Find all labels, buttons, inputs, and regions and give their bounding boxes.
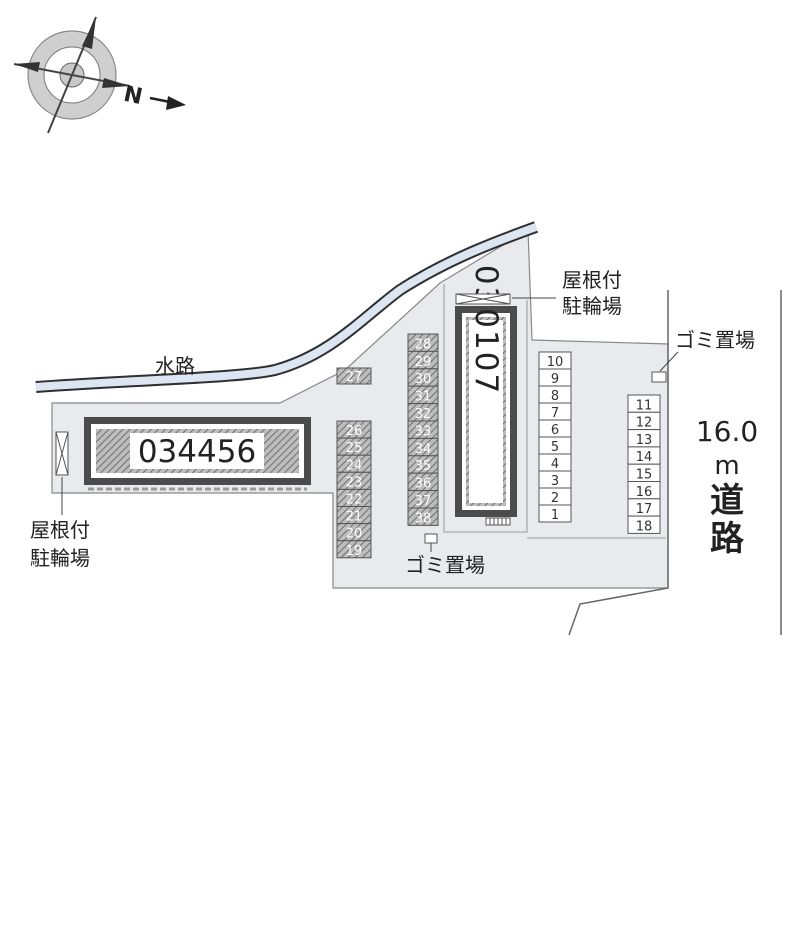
parking-column-center: 28 29 30 31 32 33 34 35 36 37 38 bbox=[407, 333, 439, 526]
parking-slot-number: 1 bbox=[551, 508, 559, 523]
bike-shelter-west: 屋根付 駐輪場 bbox=[30, 431, 90, 570]
parking-slot-number: 35 bbox=[415, 459, 432, 474]
parking-column-road: 11 12 13 14 15 16 17 18 bbox=[627, 394, 661, 534]
parking-slot-number: 8 bbox=[551, 389, 559, 404]
parking-slot-number: 3 bbox=[551, 474, 559, 489]
parking-slot-number: 32 bbox=[415, 407, 432, 422]
road-unit-label: m bbox=[714, 451, 739, 481]
compass: N bbox=[13, 16, 186, 134]
parking-slot-number: 20 bbox=[346, 527, 363, 542]
north-arrow-icon bbox=[149, 96, 186, 110]
parking-slot-number: 21 bbox=[346, 510, 363, 525]
road-name-char-2: 路 bbox=[710, 519, 745, 559]
parking-slot-number: 17 bbox=[636, 502, 653, 517]
bike-shelter-label-line2: 駐輪場 bbox=[30, 546, 90, 570]
parking-column-east: 10 9 8 7 6 5 4 3 2 1 bbox=[538, 351, 572, 523]
parking-slot bbox=[407, 507, 439, 526]
parking-slot-number: 14 bbox=[636, 450, 653, 465]
parking-column-west: 26 25 24 23 22 21 20 19 bbox=[336, 420, 372, 559]
waterway-label: 水路 bbox=[155, 354, 195, 378]
parking-slot-number: 2 bbox=[551, 491, 559, 506]
waterway-inner bbox=[35, 223, 538, 391]
parking-slot-number: 31 bbox=[415, 390, 432, 405]
road-name-char-1: 道 bbox=[710, 481, 744, 521]
parking-slot-number: 30 bbox=[415, 372, 432, 387]
compass-north-letter: N bbox=[121, 82, 144, 110]
parking-slot-number: 27 bbox=[346, 370, 363, 385]
compass-rose-icon bbox=[13, 16, 131, 134]
parking-slot-number: 34 bbox=[415, 442, 432, 457]
parking-slot-number: 9 bbox=[551, 372, 559, 387]
parking-slot-number: 10 bbox=[547, 355, 564, 370]
bike-shelter-label-line1: 屋根付 bbox=[30, 518, 90, 542]
lot-boundary-line bbox=[443, 284, 528, 533]
parking-slot-number: 18 bbox=[636, 519, 653, 534]
parking-slot-number: 25 bbox=[346, 441, 363, 456]
road-width-label: 16.0 bbox=[696, 415, 758, 448]
building-030107: 030107 bbox=[455, 265, 517, 526]
parking-slot-number: 19 bbox=[346, 544, 363, 559]
vent-grate bbox=[485, 517, 511, 526]
parking-slot-number: 16 bbox=[636, 485, 653, 500]
parking-slot-single: 27 bbox=[336, 367, 372, 385]
parking-slot-number: 36 bbox=[415, 477, 432, 492]
parking-slot-number: 29 bbox=[415, 355, 432, 370]
trash-area-south: ゴミ置場 bbox=[405, 533, 485, 577]
parking-slot-number: 13 bbox=[636, 433, 653, 448]
bike-shelter-label-line1: 屋根付 bbox=[562, 268, 622, 292]
parking-slot-number: 12 bbox=[636, 416, 653, 431]
parking-slot-number: 38 bbox=[415, 511, 432, 526]
parking-slot-number: 4 bbox=[551, 457, 559, 472]
parking-slot-number: 22 bbox=[346, 493, 363, 508]
road-corner-line bbox=[568, 587, 669, 636]
trash-area-label: ゴミ置場 bbox=[405, 553, 485, 577]
parking-slot-number: 33 bbox=[415, 424, 432, 439]
building-id-label: 034456 bbox=[138, 434, 256, 470]
trash-area-label: ゴミ置場 bbox=[675, 328, 755, 352]
parking-slot bbox=[336, 367, 372, 385]
parking-slot-number: 26 bbox=[346, 424, 363, 439]
parking-slot-number: 24 bbox=[346, 458, 363, 473]
parking-slot-number: 6 bbox=[551, 423, 559, 438]
trash-area-east: ゴミ置場 bbox=[651, 328, 755, 383]
parking-slot bbox=[336, 540, 372, 559]
parking-slot-number: 23 bbox=[346, 475, 363, 490]
parking-slot-number: 37 bbox=[415, 494, 432, 509]
parking-slot-number: 15 bbox=[636, 468, 653, 483]
parking-slot bbox=[627, 515, 661, 534]
building-id-label: 030107 bbox=[468, 265, 504, 395]
building-034456: 034456 bbox=[84, 417, 311, 491]
parking-slot-number: 7 bbox=[551, 406, 559, 421]
parking-slot-number: 11 bbox=[636, 398, 653, 413]
parking-slot-number: 28 bbox=[415, 337, 432, 352]
bike-shelter-north: 屋根付 駐輪場 bbox=[455, 268, 622, 318]
parking-slot bbox=[538, 504, 572, 523]
parking-slot-number: 5 bbox=[551, 440, 559, 455]
bike-shelter-label-line2: 駐輪場 bbox=[562, 294, 622, 318]
